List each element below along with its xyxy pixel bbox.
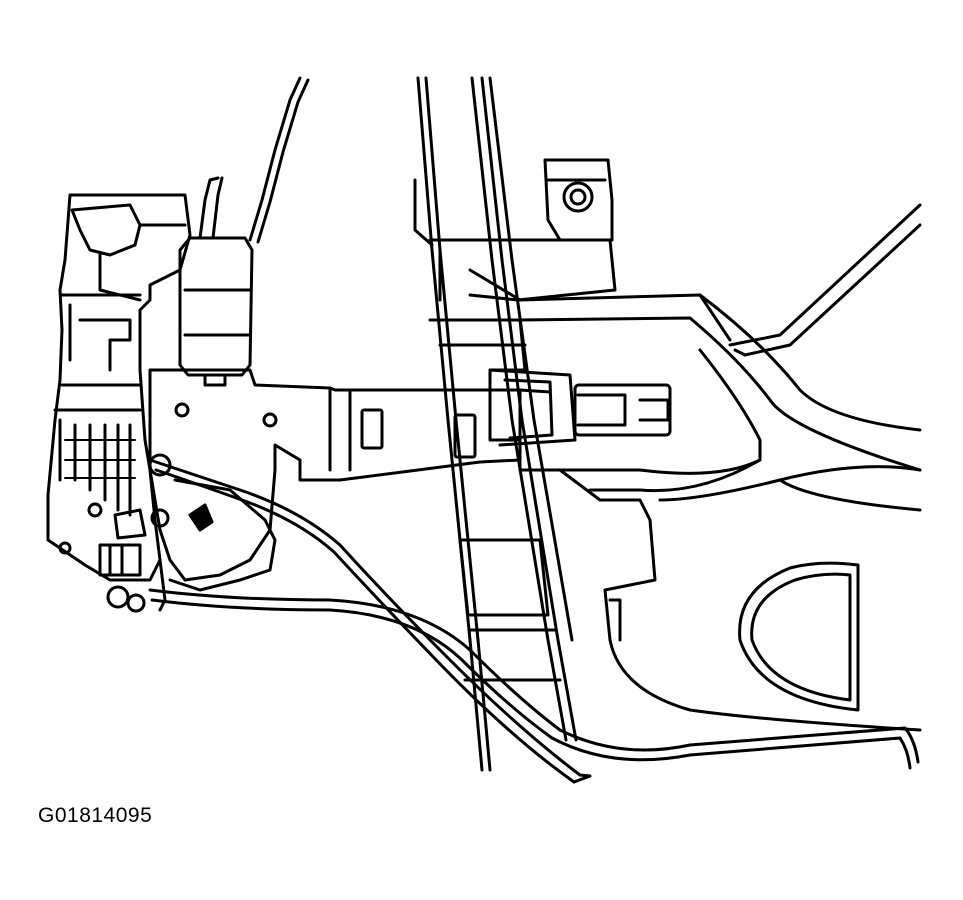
bolt-head	[562, 181, 594, 213]
regulator-rail	[428, 318, 562, 682]
plate-slot-right	[453, 413, 477, 459]
figure-id-label: G01814095	[38, 804, 153, 827]
lock-rod-lower	[106, 558, 920, 770]
handle-reinforcement-panel	[488, 203, 922, 732]
door-latch-module	[46, 193, 192, 582]
lock-rod-upper	[148, 458, 592, 784]
plate-slot-left	[360, 408, 384, 450]
actuator-slot	[573, 383, 672, 437]
latch-lever	[148, 453, 277, 592]
electrical-connector	[178, 176, 254, 387]
handle-opening	[738, 561, 860, 712]
upper-mounting-bracket	[428, 158, 617, 302]
wiring-harness	[248, 76, 310, 244]
latch-mounting-plate	[148, 368, 577, 582]
